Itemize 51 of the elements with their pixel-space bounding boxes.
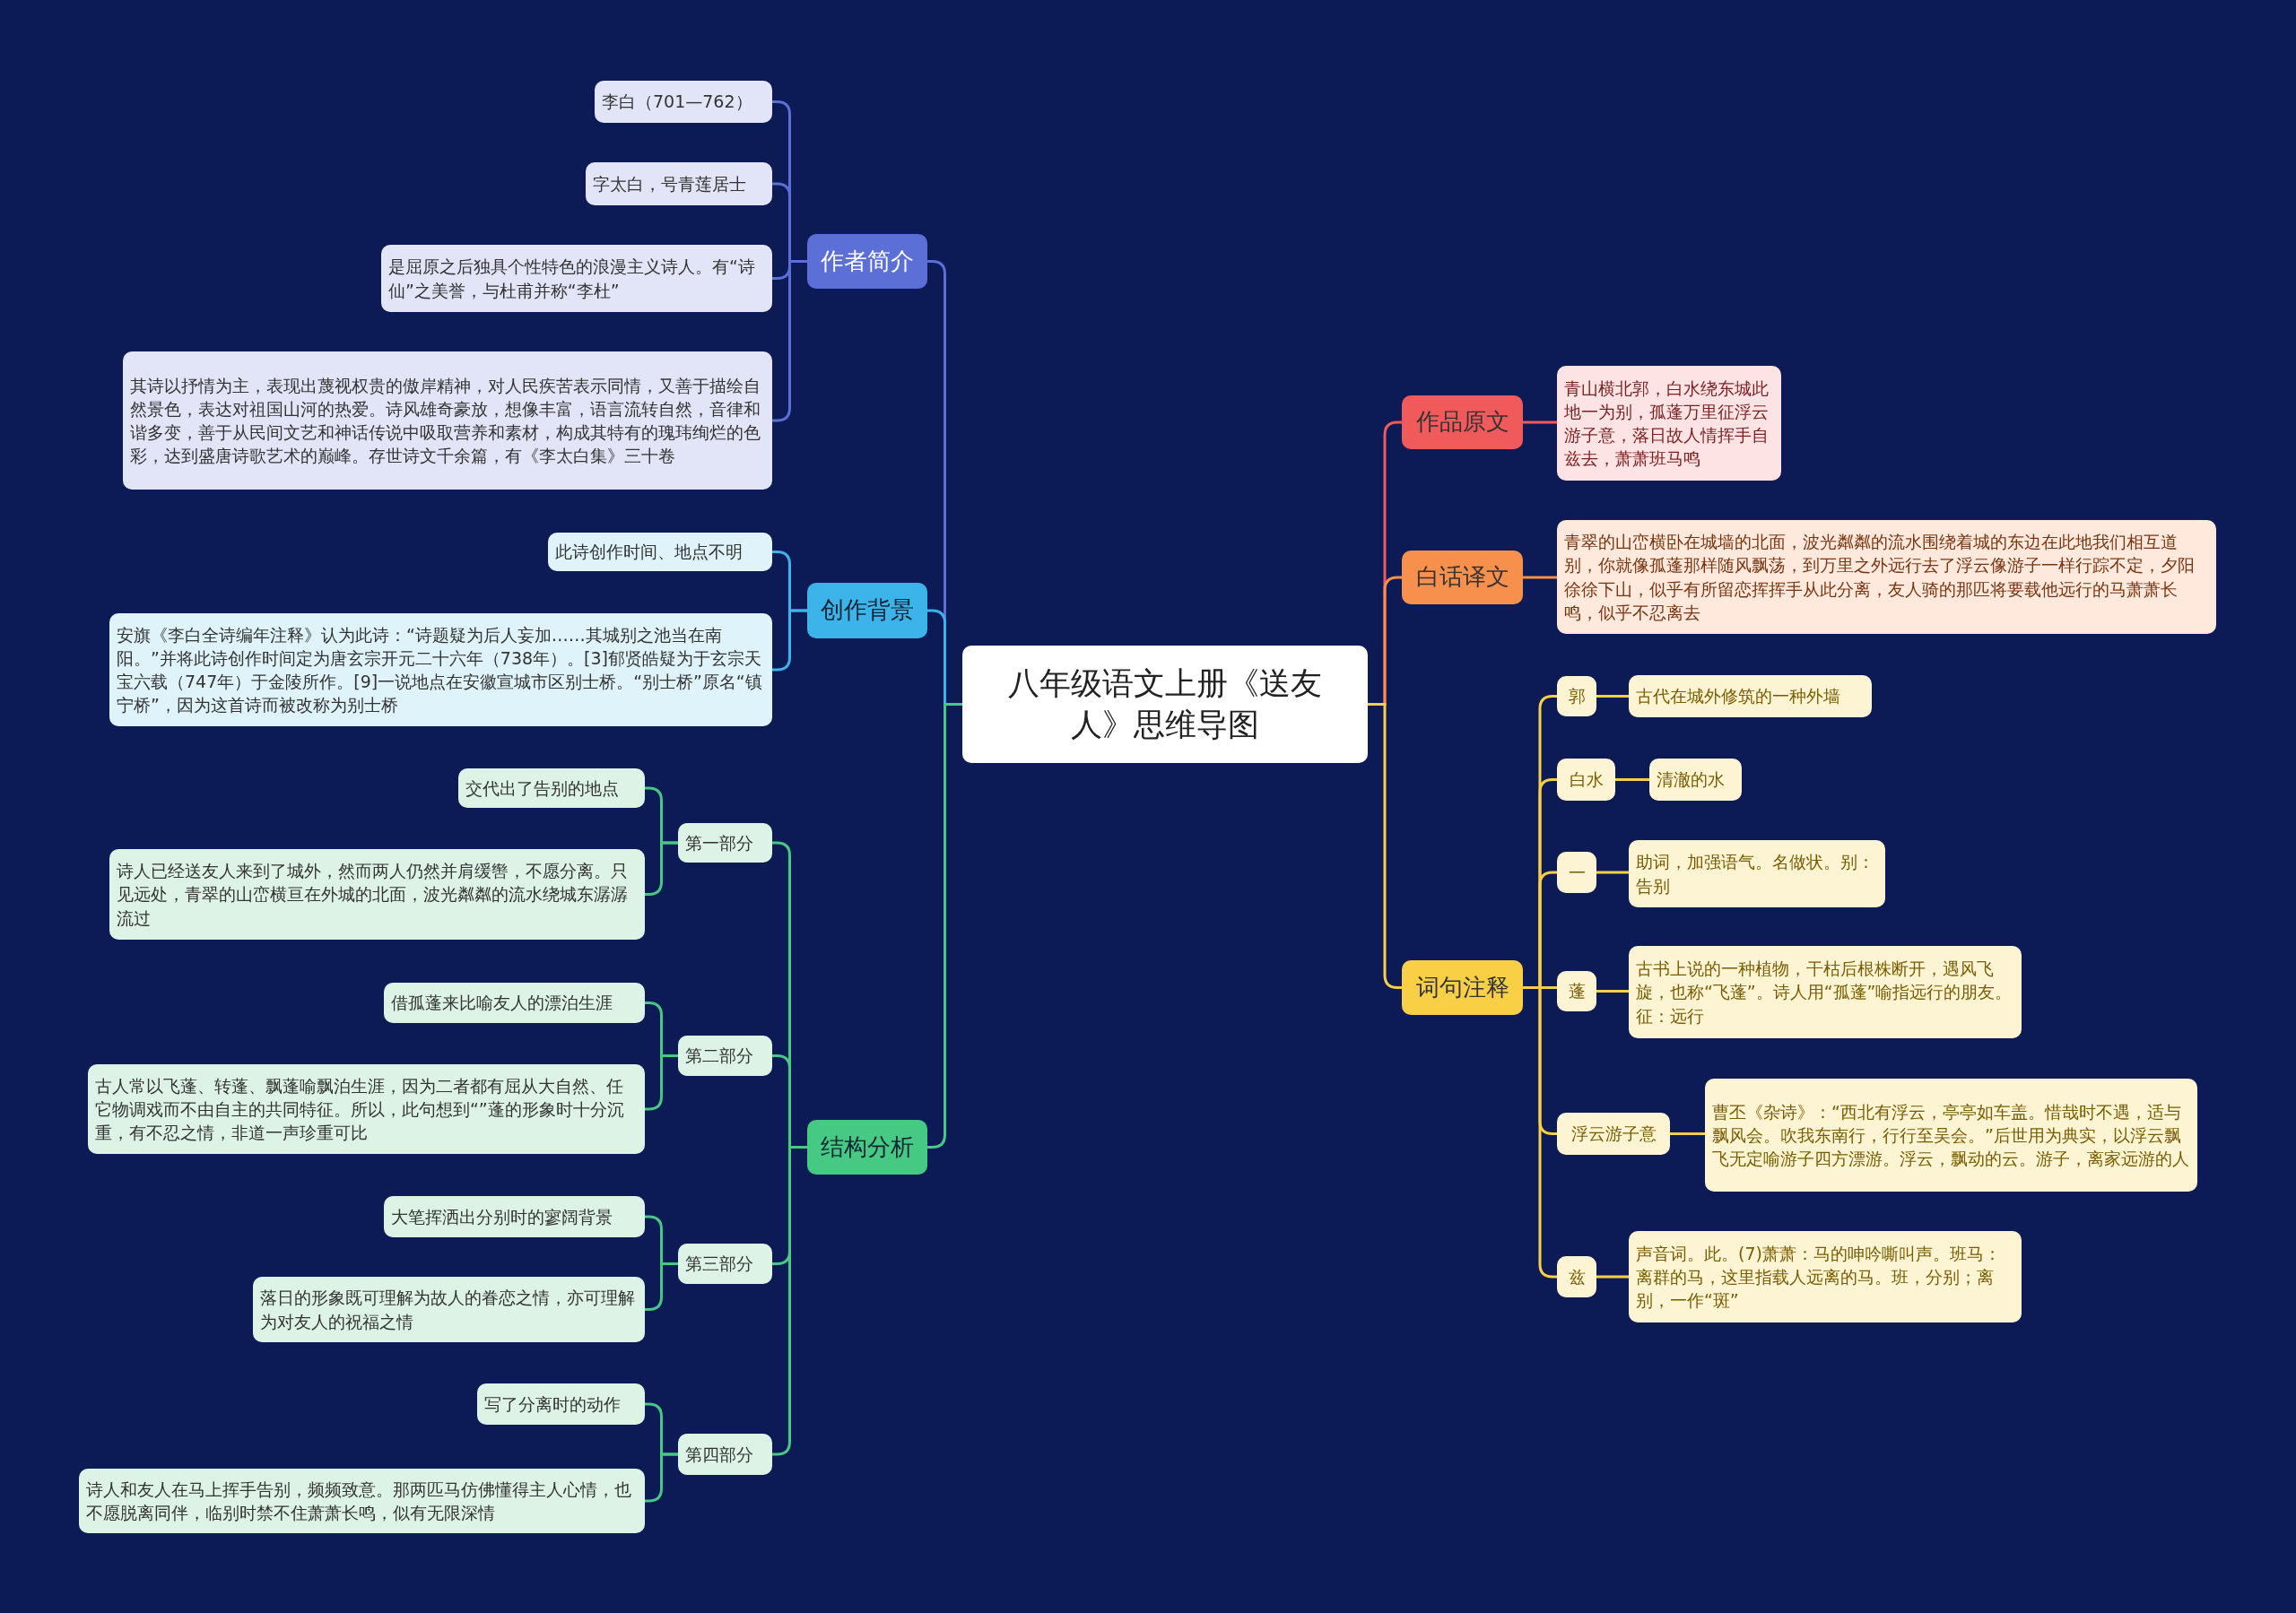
topic-box: 第二部分	[678, 1036, 772, 1076]
connector-line	[1615, 778, 1649, 781]
connector-line	[1523, 421, 1557, 424]
branch-box: 作者简介	[807, 234, 927, 289]
topic-box: 古人常以飞蓬、转蓬、飘蓬喻飘泊生涯，因为二者都有屈从大自然、任它物调戏而不由自主的共同特征。所以，此句想到“”蓬的形象时十分沉重，有不忍之情，非道一声珍重可比	[88, 1064, 645, 1154]
topic-box: 安旗《李白全诗编年注释》认为此诗：“诗题疑为后人妄加……其城别之池当在南阳。”并将此诗创作时间定为唐玄宗开元二十六年（738年）。[3]郁贤皓疑为于玄宗天宝六载（747年）于金陵所作。[9]一说地点在安徽宣城市区别士桥。“别士桥”原名“镇宁桥”，因为这首诗而被改称为别士桥	[109, 613, 772, 726]
topic-box: 白水	[1557, 759, 1615, 801]
topic-box: 第四部分	[678, 1434, 772, 1475]
topic-box: 诗人已经送友人来到了城外，然而两人仍然并肩缓辔，不愿分离。只见远处，青翠的山峦横亘在外城的北面，波光粼粼的流水绕城东潺潺流过	[109, 849, 645, 940]
branch-box: 白话译文	[1402, 551, 1523, 604]
topic-box: 声音词。此。(7)萧萧：马的呻吟嘶叫声。班马：离群的马，这里指载人远离的马。班，分别；离别，一作“斑”	[1629, 1231, 2022, 1322]
connector-line	[1670, 1132, 1705, 1135]
topic-box: 郭	[1557, 676, 1596, 716]
connector-line	[1523, 576, 1557, 579]
connector-line	[1596, 990, 1629, 993]
topic-box: 诗人和友人在马上挥手告别，频频致意。那两匹马仿佛懂得主人心情，也不愿脱离同伴，临别时禁不住萧萧长鸣，似有无限深情	[79, 1469, 645, 1533]
topic-box: 一	[1557, 852, 1596, 893]
topic-box: 兹	[1557, 1256, 1596, 1297]
branch-box: 作品原文	[1402, 395, 1523, 449]
topic-box: 第三部分	[678, 1244, 772, 1284]
connector-line	[1368, 703, 1402, 989]
topic-box: 助词，加强语气。名做状。别：告别	[1629, 840, 1885, 907]
topic-box: 青翠的山峦横卧在城墙的北面，波光粼粼的流水围绕着城的东边在此地我们相互道别，你就像孤蓬那样随风飘荡，到万里之外远行去了浮云像游子一样行踪不定，夕阳徐徐下山，似乎有所留恋挥挥手从此分离，友人骑的那匹将要载他远行的马萧萧长鸣，似乎不忍离去	[1557, 520, 2216, 634]
topic-box: 此诗创作时间、地点不明	[548, 533, 772, 571]
topic-box: 清澈的水	[1649, 759, 1742, 801]
topic-box: 蓬	[1557, 971, 1596, 1011]
topic-box: 曹丕《杂诗》：“西北有浮云，亭亭如车盖。惜哉时不遇，适与飘风会。吹我东南行，行行至吴会。”后世用为典实，以浮云飘飞无定喻游子四方漂游。浮云，飘动的云。游子，离家远游的人	[1705, 1079, 2197, 1192]
topic-box: 写了分离时的动作	[477, 1383, 645, 1425]
branch-box: 创作背景	[807, 583, 927, 638]
branch-box: 结构分析	[807, 1120, 927, 1175]
topic-box: 落日的形象既可理解为故人的眷恋之情，亦可理解为对友人的祝福之情	[253, 1277, 645, 1342]
connector-line	[645, 1262, 678, 1311]
connector-line	[1596, 871, 1629, 874]
connector-line	[1596, 1275, 1629, 1279]
topic-box: 字太白，号青莲居士	[586, 162, 772, 205]
topic-box: 第一部分	[678, 823, 772, 863]
topic-box: 青山横北郭，白水绕东城此地一为别，孤蓬万里征浮云游子意，落日故人情挥手自兹去，萧萧班马鸣	[1557, 366, 1781, 481]
topic-box: 是屈原之后独具个性特色的浪漫主义诗人。有“诗仙”之美誉，与杜甫并称“李杜”	[381, 245, 772, 312]
connector-line	[1523, 986, 1557, 1279]
topic-box: 浮云游子意	[1557, 1113, 1670, 1155]
topic-box: 借孤蓬来比喻友人的漂泊生涯	[384, 983, 645, 1023]
topic-box: 古代在城外修筑的一种外墙	[1629, 675, 1872, 717]
connector-line	[645, 1453, 678, 1503]
topic-box: 其诗以抒情为主，表现出蔑视权贵的傲岸精神，对人民疾苦表示同情，又善于描绘自然景色，表达对祖国山河的热爱。诗风雄奇豪放，想像丰富，语言流转自然，音律和谐多变，善于从民间文艺和神话传说中吸取营养和素材，构成其特有的瑰玮绚烂的色彩，达到盛唐诗歌艺术的巅峰。存世诗文千余篇，有《李太白集》三十卷	[123, 351, 772, 490]
topic-box: 古书上说的一种植物，干枯后根株断开，遇风飞旋，也称“飞蓬”。诗人用“孤蓬”喻指远行的朋友。征：远行	[1629, 946, 2022, 1038]
central-topic-box: 八年级语文上册《送友人》思维导图	[962, 646, 1368, 763]
topic-box: 李白（701—762）	[595, 81, 772, 123]
topic-box: 交代出了告别的地点	[458, 768, 645, 808]
topic-box: 大笔挥洒出分别时的寥阔背景	[384, 1196, 645, 1237]
branch-box: 词句注释	[1402, 960, 1523, 1015]
connector-line	[1596, 695, 1629, 698]
